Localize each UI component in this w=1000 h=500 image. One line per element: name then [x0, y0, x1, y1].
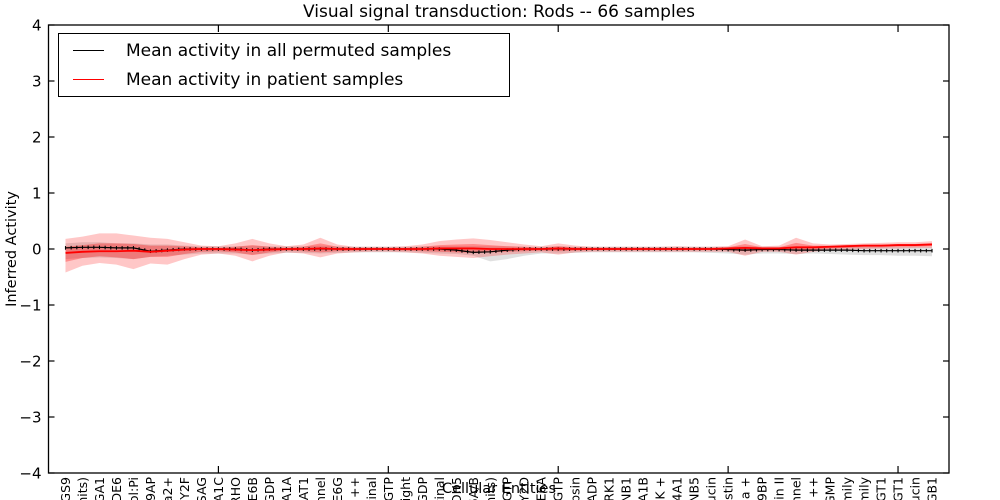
legend-line-black: [73, 50, 104, 51]
x-category-label: PDE6A/B: [466, 477, 481, 500]
band-patient-samples-range-outer: [65, 233, 933, 273]
x-category-label: GNB5: [687, 477, 702, 500]
x-category-label: GNAT1/GTP: [551, 477, 566, 500]
x-category-label: GUCA1C: [211, 477, 226, 500]
legend-entry-permuted: Mean activity in all permuted samples: [59, 41, 509, 61]
y-tick-label: 1: [32, 184, 42, 202]
x-category-label: GNAT1/GDP: [262, 477, 277, 500]
x-category-label: mol:GDP: [415, 477, 430, 500]
x-category-label: PDE6G/GNAT1/GTP: [500, 477, 515, 500]
x-category-label: GNAT1: [296, 477, 311, 500]
x-category-label: GUCA1B: [636, 477, 651, 500]
x-category-label: GNB1: [619, 477, 634, 500]
x-category-label: mol:Ca ++: [347, 477, 362, 500]
x-category-label: Rhodopsin: [568, 477, 583, 500]
x-category-label: mol:GTP: [381, 477, 396, 500]
legend-line-red: [73, 79, 104, 80]
x-category-label: CNGA1: [92, 477, 107, 500]
x-category-label: mol:ADP: [585, 477, 600, 500]
x-category-label: mol:all-trans-retinal: [364, 477, 379, 500]
x-category-label: Na + (4 Units): [483, 477, 498, 500]
patient-mean-line: [65, 243, 933, 254]
legend-label-patient: Mean activity in patient samples: [126, 69, 404, 90]
x-category-label: GUCA1A: [279, 477, 294, 500]
y-tick-label: −3: [19, 408, 41, 426]
x-category-label: RHO: [228, 477, 243, 500]
y-tick-label: −2: [19, 352, 41, 370]
x-category-label: mol:11-cis-retinal: [432, 477, 447, 500]
x-category-label: SLC24A1: [670, 477, 685, 500]
x-category-label: PDE6: [109, 477, 124, 500]
band-permuted-samples-range: [65, 242, 933, 262]
chart-title: Visual signal transduction: Rods -- 66 s…: [302, 2, 696, 22]
x-category-label: GNGT1: [874, 477, 889, 500]
x-category-label: RDH5: [449, 477, 464, 500]
x-category-label: CNG Channel: [313, 477, 328, 500]
x-category-label: mol:GMP (4 units): [75, 477, 90, 500]
x-category-label: GC1/GCAP Family: [857, 476, 872, 500]
x-category-label: PDE6B: [245, 477, 260, 500]
x-category-label: GUCY2F: [177, 477, 192, 500]
x-category-label: mol:Pi: [126, 477, 141, 500]
x-category-label: GUCY2D: [517, 477, 532, 500]
x-category-label: Metarhodopsin II: [772, 477, 787, 500]
x-category-label: Transducin: [908, 477, 923, 500]
x-category-label: Metarhodopsin II/Arrestin: [721, 477, 736, 500]
x-category-label: Metarhodopsin II/Transducin: [704, 477, 719, 500]
x-category-label: PDE6A: [534, 477, 549, 500]
x-category-label: GNB1/GNGT1: [891, 477, 906, 500]
x-axis-label: Cellular Entities: [441, 481, 557, 497]
x-category-label: mol:Ca2+: [160, 477, 175, 500]
x-category-label: RGS9BP: [755, 477, 770, 500]
x-category-label: GRK1: [602, 477, 617, 500]
y-tick-label: 2: [32, 128, 42, 146]
x-category-label: absorption of light: [398, 477, 413, 500]
y-tick-label: −1: [19, 296, 41, 314]
x-category-label: PDE6G: [330, 477, 345, 500]
x-category-label: RGS9-1/Gbeta5/R9AP: [143, 477, 158, 500]
y-tick-label: 4: [32, 16, 42, 34]
y-tick-label: −4: [19, 464, 41, 482]
x-category-label: GCAP Family/Ca ++: [806, 477, 821, 500]
band-patient-samples-range-inner: [65, 242, 933, 262]
x-category-label: GC2/GCAP Family: [840, 476, 855, 500]
y-tick-label: 3: [32, 72, 42, 90]
x-category-label: mol:cGMP: [823, 477, 838, 500]
x-category-label: mol:K +: [653, 477, 668, 500]
legend-box: Mean activity in all permuted samples Me…: [58, 33, 510, 97]
legend-entry-patient: Mean activity in patient samples: [59, 70, 509, 90]
x-category-label: SAG: [194, 477, 209, 500]
x-category-label: CNGB1: [925, 477, 940, 500]
x-category-label: cGMP/CNG Channel: [789, 477, 804, 500]
legend-label-permuted: Mean activity in all permuted samples: [126, 40, 452, 61]
y-tick-label: 0: [32, 240, 42, 258]
x-category-label: mol:Na +: [738, 477, 753, 500]
x-category-label: RGS9: [58, 477, 73, 500]
y-axis-label: Inferred Activity: [4, 191, 20, 307]
